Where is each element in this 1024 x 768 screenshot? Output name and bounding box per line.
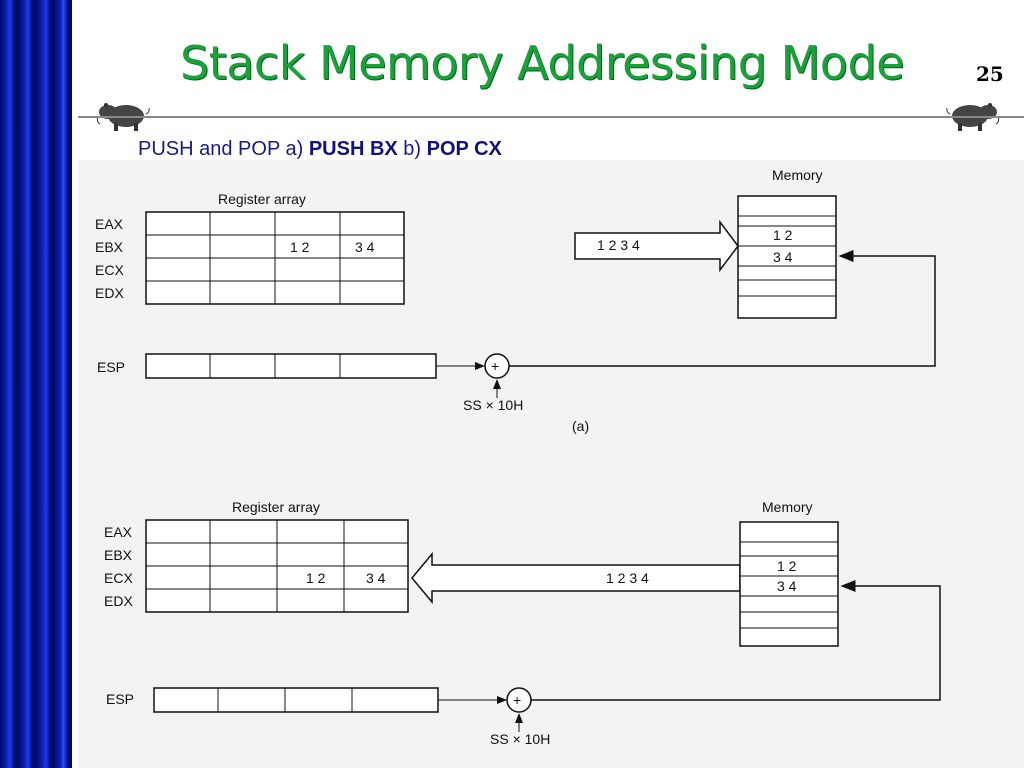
- subtitle-mid: b): [403, 138, 422, 160]
- ecx-high-value: 1 2: [306, 570, 326, 586]
- slide-subtitle: PUSH and POP a) PUSH BX b) POP CX: [138, 138, 502, 161]
- memory-value-1: 1 2: [773, 227, 793, 243]
- ss-label-b: SS × 10H: [490, 731, 550, 747]
- subtitle-pop: POP CX: [426, 138, 502, 160]
- register-array-label-b: Register array: [232, 499, 320, 515]
- slide-title: Stack Memory Addressing Mode: [180, 36, 904, 90]
- reg-eax-label: EAX: [95, 216, 124, 232]
- memory-column-b: [739, 521, 839, 647]
- ecx-low-value: 3 4: [366, 570, 386, 586]
- reg-ecx-label-b: ECX: [104, 570, 133, 586]
- reg-edx-label: EDX: [95, 285, 124, 301]
- subtitle-push: PUSH BX: [308, 138, 398, 160]
- address-line: [509, 250, 936, 367]
- memory-value-1-b: 1 2: [777, 558, 797, 574]
- memory-label-b: Memory: [762, 499, 813, 515]
- subtitle-prefix: PUSH and POP a): [138, 138, 304, 160]
- pop-transfer-value: 1 2 3 4: [606, 570, 649, 586]
- figure-a: Register array EAX EBX ECX EDX 1 2 3 4 1…: [95, 167, 936, 434]
- decorative-sidebar: [0, 0, 72, 768]
- pop-transfer-arrow: [411, 551, 741, 605]
- caption-a: (a): [572, 418, 589, 434]
- memory-value-2: 3 4: [773, 249, 793, 265]
- reg-eax-label-b: EAX: [104, 524, 133, 540]
- push-transfer-arrow: [574, 219, 739, 273]
- register-array-label: Register array: [218, 191, 306, 207]
- reg-ebx-label-b: EBX: [104, 547, 133, 563]
- slide-number: 25: [976, 62, 1004, 86]
- esp-label-b: ESP: [106, 691, 134, 707]
- ebx-low-value: 3 4: [355, 239, 375, 255]
- reg-ecx-label: ECX: [95, 262, 124, 278]
- push-transfer-value: 1 2 3 4: [597, 237, 640, 253]
- address-line-b: [531, 580, 941, 701]
- memory-label: Memory: [772, 167, 823, 183]
- adder-plus-b: +: [513, 692, 521, 708]
- ebx-high-value: 1 2: [290, 239, 310, 255]
- reg-ebx-label: EBX: [95, 239, 124, 255]
- adder-plus: +: [491, 358, 499, 374]
- esp-register-b: [153, 687, 439, 713]
- title-divider: [78, 116, 1024, 118]
- esp-label: ESP: [97, 359, 125, 375]
- reg-edx-label-b: EDX: [104, 593, 133, 609]
- memory-value-2-b: 3 4: [777, 578, 797, 594]
- figure-b: Register array EAX EBX ECX EDX 1 2 3 4 1…: [104, 499, 941, 747]
- ss-label: SS × 10H: [463, 397, 523, 413]
- esp-register: [145, 353, 437, 379]
